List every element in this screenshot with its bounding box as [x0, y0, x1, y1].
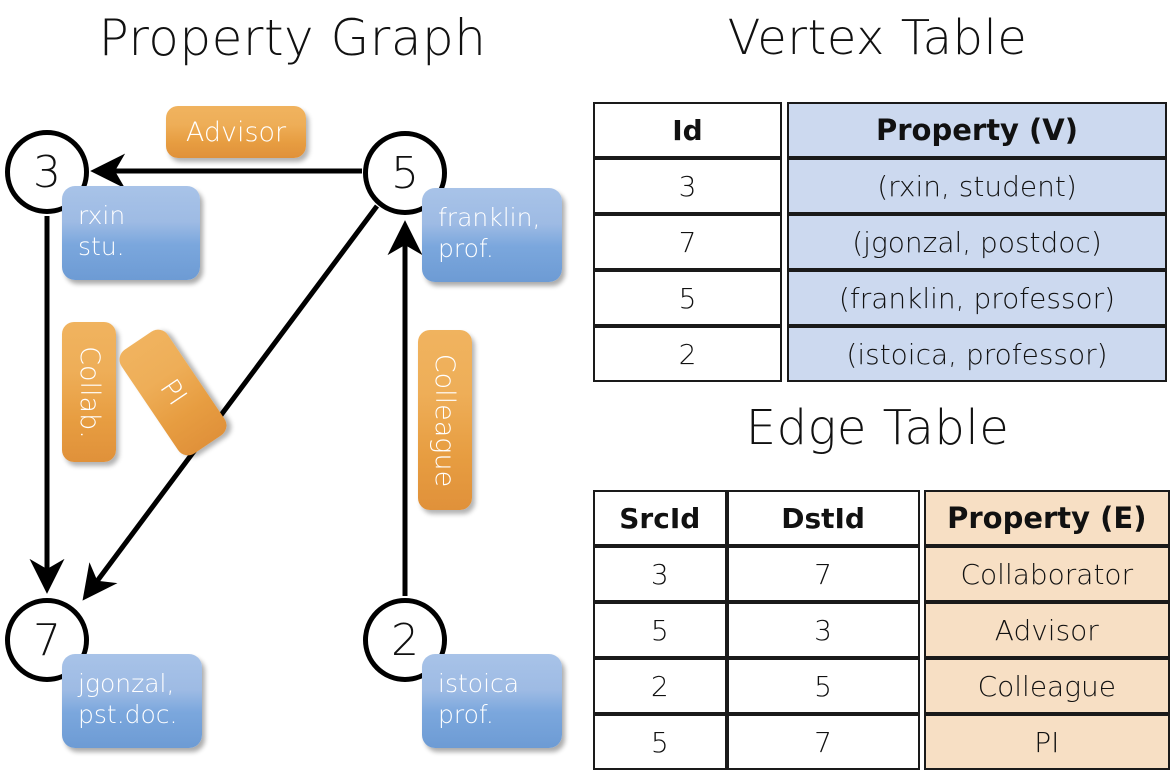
column-gap: [782, 270, 787, 326]
graph-node-2[interactable]: 2: [363, 598, 447, 682]
vertex-table: Id Property (V) 3 (rxin, student) 7 (jgo…: [593, 102, 1167, 382]
edge-label-pi-text: PI: [153, 373, 193, 412]
vertex-property-line-2: pst.doc.: [78, 700, 178, 729]
edge-label-colleague: Colleague: [418, 330, 472, 510]
vertex-property-cell: (rxin, student): [787, 158, 1167, 214]
graph-node-5[interactable]: 5: [363, 131, 447, 215]
edge-src-cell: 3: [593, 546, 727, 602]
edge-label-advisor-text: Advisor: [185, 116, 287, 148]
edge-src-cell: 5: [593, 602, 727, 658]
edge-property-cell: Collaborator: [923, 546, 1170, 602]
edge-table-header-dstid: DstId: [726, 490, 920, 546]
vertex-property-cell: (istoica, professor): [787, 326, 1167, 382]
vertex-property-line-1: franklin,: [438, 203, 541, 232]
column-gap: [782, 214, 787, 270]
vertex-id-cell: 7: [593, 214, 782, 270]
column-gap: [919, 602, 924, 658]
vertex-property-box-7: jgonzal, pst.doc.: [62, 654, 202, 748]
vertex-id-cell: 5: [593, 270, 782, 326]
table-row: 3 (rxin, student): [593, 158, 1167, 214]
table-row: 5 3 Advisor: [593, 602, 1170, 658]
edge-label-collab: Collab.: [62, 322, 116, 462]
table-header-row: SrcId DstId Property (E): [593, 490, 1170, 546]
edge-table: SrcId DstId Property (E) 3 7 Collaborato…: [593, 490, 1170, 770]
vertex-property-box-3: rxin stu.: [62, 186, 200, 280]
vertex-property-cell: (franklin, professor): [787, 270, 1167, 326]
page-title-vertex-table: Vertex Table: [727, 10, 1028, 66]
vertex-property-line-1: rxin: [78, 201, 126, 230]
page-title-edge-table: Edge Table: [745, 400, 1010, 456]
edge-src-cell: 5: [593, 714, 727, 770]
vertex-id-cell: 2: [593, 326, 782, 382]
column-gap: [782, 158, 787, 214]
edge-label-collab-text: Collab.: [73, 345, 105, 439]
vertex-table-header-id: Id: [593, 102, 782, 158]
vertex-id-cell: 3: [593, 158, 782, 214]
edge-property-cell: Colleague: [923, 658, 1170, 714]
vertex-table-header-property: Property (V): [787, 102, 1167, 158]
vertex-property-line-2: prof.: [438, 234, 494, 263]
edge-dst-cell: 5: [726, 658, 920, 714]
table-header-row: Id Property (V): [593, 102, 1167, 158]
table-row: 5 7 PI: [593, 714, 1170, 770]
column-gap: [919, 490, 924, 546]
table-row: 7 (jgonzal, postdoc): [593, 214, 1167, 270]
column-gap: [919, 546, 924, 602]
edge-src-cell: 2: [593, 658, 727, 714]
table-row: 5 (franklin, professor): [593, 270, 1167, 326]
column-gap: [919, 714, 924, 770]
vertex-property-box-5: franklin, prof.: [422, 188, 562, 282]
edge-dst-cell: 3: [726, 602, 920, 658]
graph-edges-layer: [29, 153, 423, 601]
vertex-property-line-2: prof.: [438, 700, 494, 729]
vertex-property-line-2: stu.: [78, 232, 125, 261]
edge-property-cell: Advisor: [923, 602, 1170, 658]
table-row: 2 5 Colleague: [593, 658, 1170, 714]
edge-table-header-property: Property (E): [923, 490, 1170, 546]
vertex-property-line-1: istoica: [438, 669, 520, 698]
table-row: 3 7 Collaborator: [593, 546, 1170, 602]
vertex-property-line-1: jgonzal,: [78, 669, 175, 698]
edge-dst-cell: 7: [726, 546, 920, 602]
edge-property-cell: PI: [923, 714, 1170, 770]
column-gap: [782, 102, 787, 158]
edge-label-colleague-text: Colleague: [429, 353, 461, 487]
column-gap: [782, 326, 787, 382]
page-title-property-graph: Property Graph: [98, 9, 487, 67]
vertex-property-cell: (jgonzal, postdoc): [787, 214, 1167, 270]
edge-table-header-srcid: SrcId: [593, 490, 727, 546]
edge-dst-cell: 7: [726, 714, 920, 770]
table-row: 2 (istoica, professor): [593, 326, 1167, 382]
vertex-property-box-2: istoica prof.: [422, 654, 562, 748]
edge-5-to-7: [82, 204, 380, 601]
column-gap: [919, 658, 924, 714]
edge-label-advisor: Advisor: [166, 106, 306, 158]
